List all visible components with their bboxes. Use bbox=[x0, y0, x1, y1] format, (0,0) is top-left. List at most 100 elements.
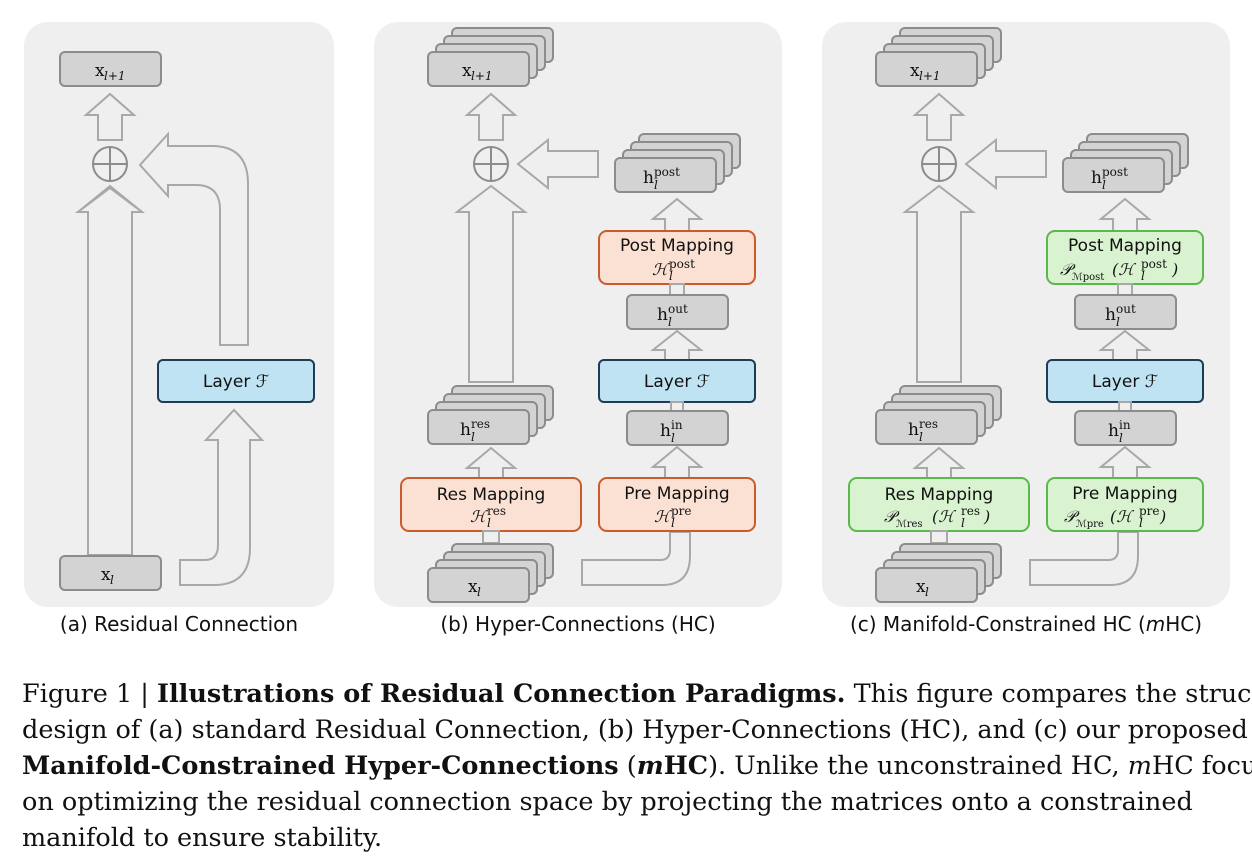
panel-a-x-out-sub: l+1 bbox=[104, 69, 126, 83]
panel-c-post-arrow bbox=[1098, 197, 1152, 232]
caption-line-3-em: m bbox=[1127, 751, 1152, 781]
panel-c-x-in-sub: l bbox=[925, 585, 929, 599]
panel-b-res-mapping-sup: res bbox=[487, 504, 506, 518]
panel-residual-connection: x l+1 Layer ℱ x l bbox=[24, 22, 334, 607]
panel-b-h-res-stack: h res l bbox=[427, 385, 554, 445]
panel-b-pre-to-in-arrow bbox=[650, 445, 704, 479]
panel-b-h-res-label: h bbox=[460, 420, 471, 440]
caption-mhc-m: m bbox=[636, 751, 664, 781]
panel-c-pre-mapping-node: Pre Mapping 𝒫 ℳpre (ℋ pre l ) bbox=[1046, 477, 1204, 532]
panel-b-h-res-sup: res bbox=[471, 417, 490, 431]
panel-c-x-out-label: x bbox=[910, 61, 920, 81]
panel-c-h-res-stack: h res l bbox=[875, 385, 1002, 445]
panel-a-x-out-node: x l+1 bbox=[59, 51, 162, 87]
panel-b-h-out-node: h out l bbox=[626, 294, 729, 330]
panel-c-post-mapping-sup: post bbox=[1141, 257, 1167, 271]
panel-manifold-constrained-hc: x l+1 h res l Res Mapping 𝒫 ℳres (ℋ bbox=[822, 22, 1230, 607]
panel-b-pre-mapping-node: Pre Mapping ℋ pre l bbox=[598, 477, 756, 532]
panel-c-h-in-sup: in bbox=[1119, 418, 1131, 432]
caption-line-3-tail: HC focuses bbox=[1151, 751, 1252, 781]
panel-c-h-post-stack: h post l bbox=[1062, 133, 1189, 193]
panel-a-caption: (a) Residual Connection bbox=[59, 612, 299, 636]
panel-c-h-in-sub: l bbox=[1119, 431, 1123, 445]
panel-a-background bbox=[24, 22, 334, 607]
panel-c-post-mapping-sub: l bbox=[1141, 269, 1145, 283]
panel-c-res-arrow bbox=[912, 446, 966, 479]
panel-b-in-to-res-arrow bbox=[482, 530, 500, 544]
panel-c-x-out-stack: x l+1 bbox=[875, 27, 1002, 87]
panel-b-x-in-label: x bbox=[468, 577, 478, 597]
panel-c-post-mapping-title: Post Mapping bbox=[1068, 236, 1182, 256]
panel-b-caption: (b) Hyper-Connections (HC) bbox=[440, 612, 716, 636]
panel-b-layer-node: Layer ℱ bbox=[598, 359, 756, 403]
panel-c-pre-mapping-sub: l bbox=[1139, 516, 1143, 530]
panel-c-x-out-sub: l+1 bbox=[919, 69, 941, 83]
panel-b-x-out-sub: l+1 bbox=[471, 69, 493, 83]
panel-b-post-mapping-expr: ℋ bbox=[652, 260, 670, 279]
panel-a-out-arrow bbox=[83, 92, 137, 141]
figure-caption-line-4: on optimizing the residual connection sp… bbox=[22, 787, 1193, 817]
panel-c-layer-label: Layer ℱ bbox=[1092, 372, 1158, 392]
panel-c-caption-post: HC) bbox=[1165, 612, 1203, 636]
panel-a-layer-node: Layer ℱ bbox=[157, 359, 315, 403]
panel-c-res-mapping-close: ) bbox=[983, 507, 990, 526]
panel-c-res-mapping-expr-sub: ℳres bbox=[896, 519, 923, 530]
panel-c-layer-node: Layer ℱ bbox=[1046, 359, 1204, 403]
figure-caption-line-2: design of (a) standard Residual Connecti… bbox=[22, 715, 1248, 745]
panel-b-post-to-add-arrow bbox=[516, 137, 599, 191]
figure-caption-line-3: Manifold-Constrained Hyper-Connections (… bbox=[22, 748, 1252, 784]
panel-b-post-mapping-title: Post Mapping bbox=[620, 236, 734, 256]
panel-b-add-node bbox=[473, 146, 509, 182]
caption-line-3-paren: ( bbox=[618, 751, 637, 781]
panel-b-pre-mapping-expr: ℋ bbox=[654, 507, 672, 526]
figure-caption-line-1: Figure 1 | Illustrations of Residual Con… bbox=[22, 676, 1252, 712]
panel-b-x-in-sub: l bbox=[477, 585, 481, 599]
caption-method-name: Manifold-Constrained Hyper-Connections bbox=[22, 751, 619, 781]
panel-b-h-out-sub: l bbox=[668, 315, 672, 329]
panel-c-res-mapping-title: Res Mapping bbox=[885, 485, 994, 505]
figure-diagram: .panel { fill: #efefef; } .node { fill: … bbox=[24, 22, 1230, 607]
panel-c-post-to-add-arrow bbox=[964, 137, 1047, 191]
panel-b-res-mapping-sub: l bbox=[487, 516, 491, 530]
panel-b-h-out-label: h bbox=[657, 305, 668, 325]
panel-c-add-node bbox=[921, 146, 957, 182]
panel-b-pre-mapping-title: Pre Mapping bbox=[624, 484, 729, 504]
panel-b-h-in-label: h bbox=[660, 421, 671, 441]
panel-c-post-mapping-node: Post Mapping 𝒫 ℳpost (ℋ post l ) bbox=[1046, 230, 1204, 285]
panel-c-h-res-sup: res bbox=[919, 417, 938, 431]
panel-c-h-in-label: h bbox=[1108, 421, 1119, 441]
panel-a-x-in-sub: l bbox=[110, 573, 114, 587]
panel-b-h-in-node: h in l bbox=[626, 410, 729, 446]
panel-b-x-out-stack: x l+1 bbox=[427, 27, 554, 87]
panel-b-out-arrow bbox=[464, 92, 518, 141]
caption-line-3-rest: ). Unlike the unconstrained HC, bbox=[708, 751, 1128, 781]
panel-c-pre-mapping-arg: (ℋ bbox=[1110, 507, 1134, 526]
figure-caption-line-5: manifold to ensure stability. bbox=[22, 823, 383, 853]
panel-c-x-in-stack: x l bbox=[875, 543, 1002, 603]
panel-a-layer-label: Layer ℱ bbox=[203, 372, 269, 392]
panel-a-x-in-node: x l bbox=[59, 555, 162, 591]
panel-c-h-post-sub: l bbox=[1102, 178, 1106, 192]
panel-c-res-mapping-node: Res Mapping 𝒫 ℳres (ℋ res l ) bbox=[848, 477, 1030, 532]
caption-line-1-rest: This figure compares the structural bbox=[853, 679, 1252, 709]
panel-c-h-in-node: h in l bbox=[1074, 410, 1177, 446]
panel-a-x-out-label: x bbox=[95, 61, 105, 81]
panel-a-input-to-layer-arrow bbox=[179, 408, 265, 586]
figure-number: Figure 1 | bbox=[22, 679, 158, 709]
panel-c-caption: (c) Manifold-Constrained HC (mHC) bbox=[822, 612, 1230, 636]
panel-a-x-in-label: x bbox=[101, 565, 111, 585]
panel-b-post-mapping-sub: l bbox=[669, 269, 673, 283]
panel-c-h-res-label: h bbox=[908, 420, 919, 440]
panel-b-h-post-sup: post bbox=[654, 165, 680, 179]
panel-b-layer-to-out-arrow bbox=[650, 329, 704, 361]
panel-c-post-mapping-close: ) bbox=[1171, 260, 1178, 279]
panel-b-post-mapping-sup: post bbox=[669, 257, 695, 271]
panel-c-h-post-sup: post bbox=[1102, 165, 1128, 179]
panel-c-layer-to-out-arrow bbox=[1098, 329, 1152, 361]
panel-b-res-arrow bbox=[464, 446, 518, 479]
panel-c-caption-pre: (c) Manifold-Constrained HC ( bbox=[849, 612, 1146, 636]
panel-c-pre-mapping-title: Pre Mapping bbox=[1072, 484, 1177, 504]
panel-c-h-out-sup: out bbox=[1116, 302, 1136, 316]
panel-c-caption-em: m bbox=[1145, 612, 1166, 636]
panel-c-res-mapping-sub: l bbox=[961, 516, 965, 530]
